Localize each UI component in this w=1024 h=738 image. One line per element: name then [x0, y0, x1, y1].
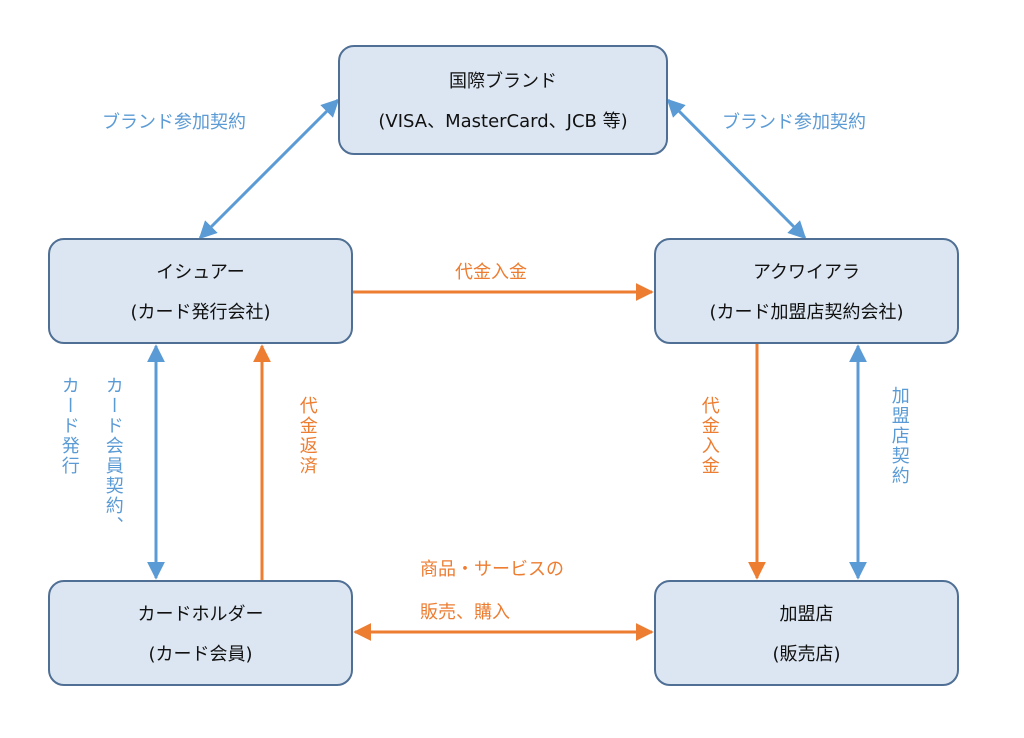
brand-issuer-arrow — [198, 98, 340, 240]
holder-name: カードホルダー — [137, 604, 264, 625]
card-issue-label: カード発行 — [58, 376, 80, 476]
issuer-sub: (カード発行会社) — [130, 302, 271, 323]
issuer-acquirer-label: 代金入金 — [455, 262, 527, 283]
issuer-box: イシュアー (カード発行会社) — [48, 238, 353, 344]
card-member-contract-label: カード会員契約、 — [102, 376, 124, 536]
merchant-sub: (販売店) — [772, 644, 841, 665]
sale-purchase-label: 販売、購入 — [420, 602, 510, 623]
brand-name: 国際ブランド — [449, 71, 557, 92]
holder-sub: (カード会員) — [148, 644, 253, 665]
holder-box: カードホルダー (カード会員) — [48, 580, 353, 686]
merchant-name: 加盟店 — [779, 604, 834, 625]
merchant-box: 加盟店 (販売店) — [654, 580, 959, 686]
acquirer-name: アクワイアラ — [752, 262, 861, 283]
merchant-contract-label: 加盟店契約 — [888, 386, 910, 486]
acquirer-sub: (カード加盟店契約会社) — [709, 302, 904, 323]
goods-services-label: 商品・サービスの — [420, 559, 564, 580]
repayment-label: 代金返済 — [296, 396, 318, 476]
brand-left-label: ブランド参加契約 — [102, 112, 246, 133]
acquirer-merchant-payment-label: 代金入金 — [698, 396, 720, 476]
acquirer-box: アクワイアラ (カード加盟店契約会社) — [654, 238, 959, 344]
brand-sub: (VISA、MasterCard、JCB 等) — [378, 111, 628, 132]
brand-right-label: ブランド参加契約 — [722, 112, 866, 133]
issuer-name: イシュアー — [156, 262, 245, 283]
brand-acquirer-arrow — [666, 98, 807, 240]
brand-box: 国際ブランド (VISA、MasterCard、JCB 等) — [338, 45, 668, 155]
